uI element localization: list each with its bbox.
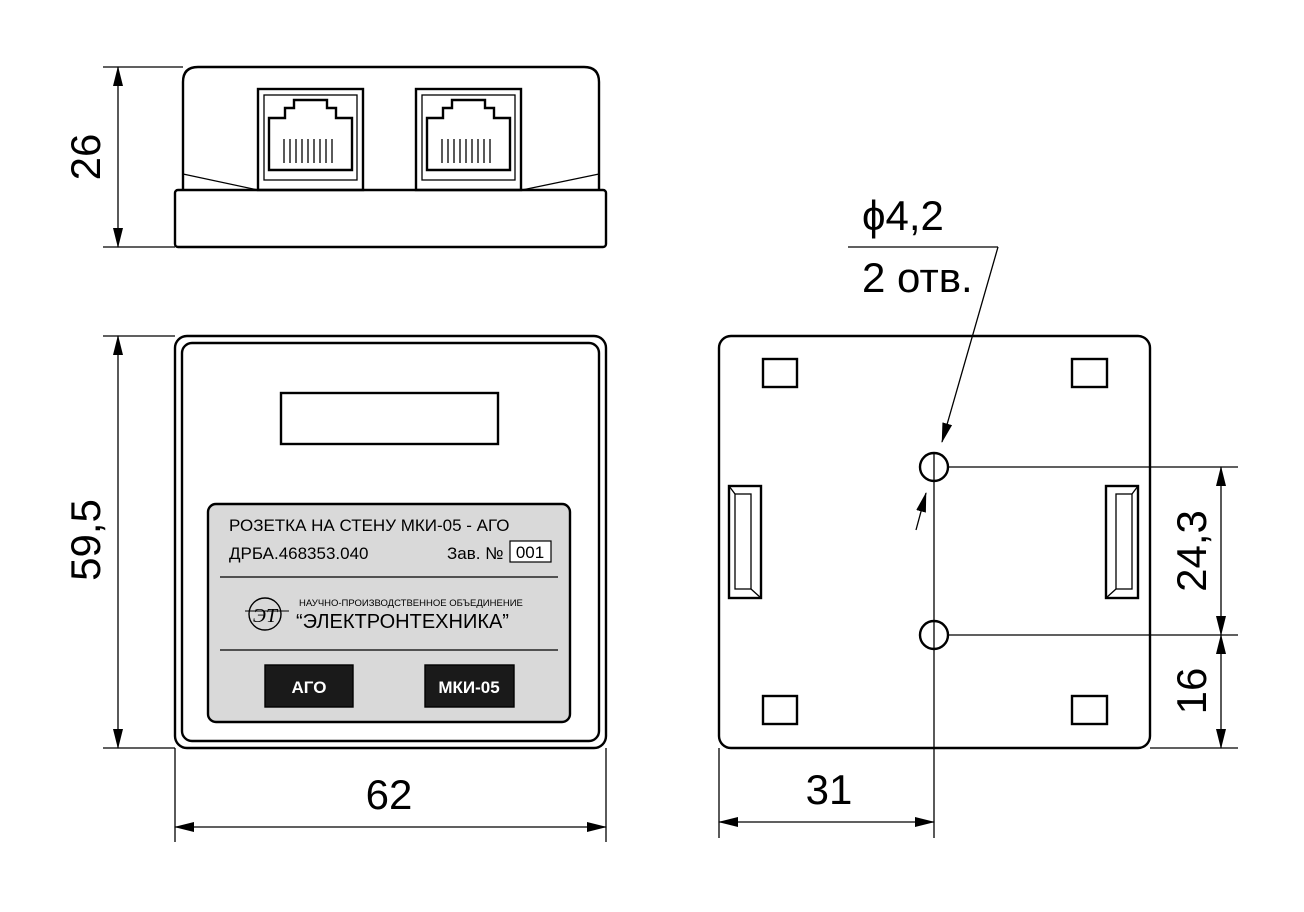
company-line2: “ЭЛЕКТРОНТЕХНИКА” [296,611,509,633]
serial-label: Зав. № [447,544,503,563]
depth-dimension-label: 59,5 [62,499,109,581]
square-hole-bottom-left [761,694,799,726]
hole-spacing-label: 24,3 [1168,510,1215,592]
ago-button [264,664,354,708]
side-latch-left [727,484,763,600]
hole-count-label: 2 отв. [862,254,973,301]
rj45-socket-left [256,87,365,192]
front-view: РОЗЕТКА НА СТЕНУ МКИ-05 - АГО ДРБА.46835… [62,334,608,842]
base-plate [173,188,608,249]
width-dimension-label: 62 [366,771,413,818]
front-outer-body [173,334,608,750]
square-hole-top-right [1070,357,1109,389]
ago-button-label: АГО [292,678,327,697]
front-inner-body [180,341,601,743]
diameter-leader-tail [915,492,927,531]
hole-offset-label: 31 [806,766,853,813]
serial-value: 001 [516,543,544,562]
serial-box [509,540,552,563]
housing-outline [181,65,601,190]
label-plate: РОЗЕТКА НА СТЕНУ МКИ-05 - АГО ДРБА.46835… [206,502,572,724]
company-line1: НАУЧНО-ПРОИЗВОДСТВЕННОЕ ОБЪЕДИНЕНИЕ [299,598,523,609]
back-view: 24,3 16 31 ϕ4,2 2 отв. [717,192,1238,838]
part-number: ДРБА.468353.040 [229,544,369,563]
height-dimension-label: 26 [62,134,109,181]
company-logo: ЭТ [245,597,289,631]
hole-bottom-label: 16 [1168,668,1215,715]
square-hole-bottom-right [1070,694,1109,726]
base-chamfer-left [182,173,259,191]
hole-diameter-label: ϕ4,2 [862,192,944,239]
base-chamfer-right [521,173,600,191]
square-hole-top-left [761,357,799,389]
display-window [279,391,500,446]
mki-button-label: МКИ-05 [438,678,499,697]
diameter-leader-line [941,246,999,443]
rj45-socket-right [414,87,523,192]
top-view: 26 [62,65,608,249]
side-latch-right [1104,484,1140,600]
mki-button [424,664,515,708]
product-name: РОЗЕТКА НА СТЕНУ МКИ-05 - АГО [229,516,510,535]
logo-letters: ЭТ [253,605,279,627]
